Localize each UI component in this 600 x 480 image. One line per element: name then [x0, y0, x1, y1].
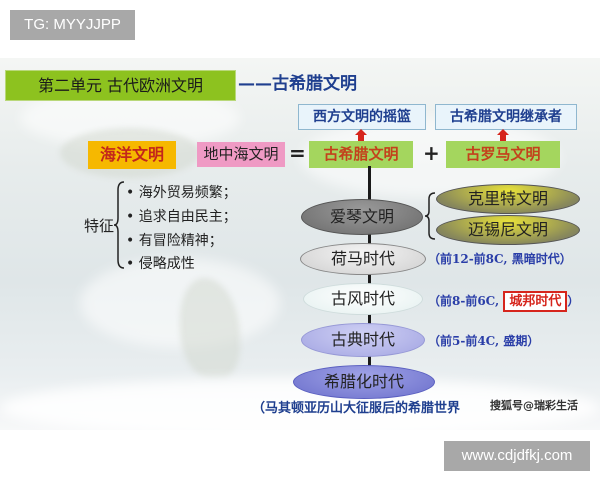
features-brace-icon: [114, 181, 125, 269]
roman-civilization-box: 古罗马文明: [446, 141, 560, 168]
watermark-bottom: www.cdjdfkj.com: [444, 441, 590, 471]
feature-item: • 侵略成性: [126, 256, 195, 272]
timeline-homeric: 荷马时代: [300, 243, 426, 275]
crete-civilization: 克里特文明: [436, 184, 580, 214]
timeline-aegean: 爱琴文明: [301, 199, 423, 235]
timeline-archaic: 古风时代: [303, 283, 423, 315]
up-arrow-icon: [497, 129, 509, 143]
feature-item: • 追求自由民主；: [126, 209, 237, 225]
mycenae-civilization: 迈锡尼文明: [436, 215, 580, 245]
hellenistic-note: （马其顿亚历山大征服后的希腊世界: [252, 401, 461, 416]
successor-box: 古希腊文明继承者: [435, 104, 577, 130]
archaic-note-pre: （前8-前6C,: [428, 294, 504, 308]
archaic-note: （前8-前6C, 城邦时代）: [428, 290, 580, 312]
plus-sign: +: [423, 141, 440, 165]
source-watermark: 搜狐号@瑞彩生活: [490, 399, 578, 412]
homeric-note: （前12-前8C, 黑暗时代）: [428, 252, 572, 266]
ocean-civilization-label: 海洋文明: [88, 141, 176, 169]
unit-label: 第二单元 古代欧洲文明: [5, 70, 236, 101]
greek-civilization-box: 古希腊文明: [309, 141, 413, 168]
feature-item: • 海外贸易频繁；: [126, 185, 237, 201]
page-title: ——古希腊文明: [238, 74, 357, 94]
equals-sign: =: [289, 141, 306, 165]
timeline-classical: 古典时代: [301, 323, 425, 357]
aegean-brace-icon: [424, 192, 436, 240]
mediterranean-civilization-label: 地中海文明: [197, 142, 285, 167]
watermark-top: TG: MYYJJPP: [10, 10, 135, 40]
city-state-badge: 城邦时代: [503, 291, 568, 312]
timeline-hellenistic: 希腊化时代: [293, 365, 435, 399]
features-label: 特征: [84, 217, 115, 235]
archaic-note-post: ）: [567, 294, 580, 308]
feature-item: • 有冒险精神；: [126, 233, 223, 249]
cradle-box: 西方文明的摇篮: [298, 104, 426, 130]
classical-note: （前5-前4C, 盛期）: [428, 334, 540, 348]
up-arrow-icon: [355, 129, 367, 143]
